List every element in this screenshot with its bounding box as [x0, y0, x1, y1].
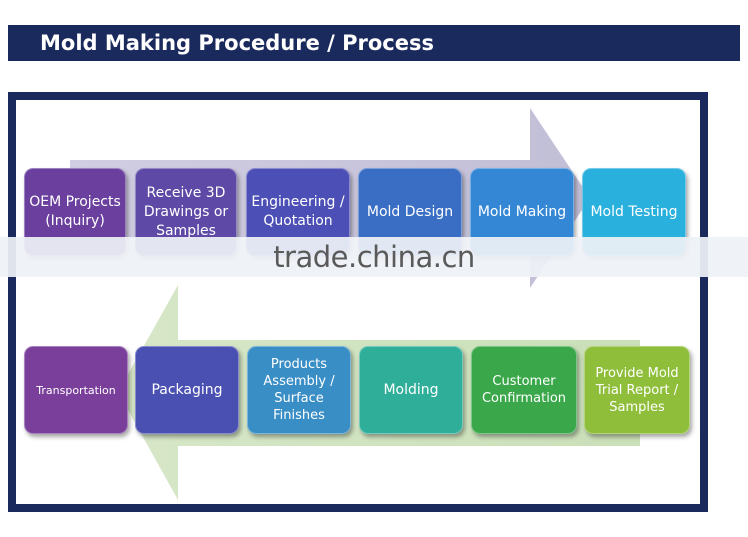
step-label: Mold Making — [477, 203, 567, 220]
step-provide-trial-report: Provide Mold Trial Report / Samples — [584, 346, 690, 434]
step-label: Engineering / Quotation — [251, 194, 345, 229]
step-label: Mold Design — [366, 203, 454, 220]
step-label: Molding — [383, 381, 439, 398]
step-transportation: Transportation — [24, 346, 128, 434]
step-label: Products Assembly / Surface Finishes — [263, 357, 335, 423]
step-label: Customer Confirmation — [481, 374, 567, 406]
step-label: Receive 3D Drawings or Samples — [143, 184, 229, 239]
step-products-assembly: Products Assembly / Surface Finishes — [247, 346, 351, 434]
page-title: Mold Making Procedure / Process — [40, 31, 434, 55]
step-label: Packaging — [151, 381, 223, 398]
step-label: Provide Mold Trial Report / Samples — [595, 365, 679, 415]
step-label: Transportation — [36, 383, 116, 397]
step-molding: Molding — [359, 346, 463, 434]
title-bar: Mold Making Procedure / Process — [8, 25, 740, 61]
step-packaging: Packaging — [135, 346, 239, 434]
step-label: Mold Testing — [590, 203, 678, 220]
step-label: OEM Projects (Inquiry) — [29, 194, 121, 229]
step-customer-confirmation: Customer Confirmation — [471, 346, 577, 434]
watermark-band — [0, 237, 748, 277]
watermark: trade.china.cn — [273, 240, 475, 274]
